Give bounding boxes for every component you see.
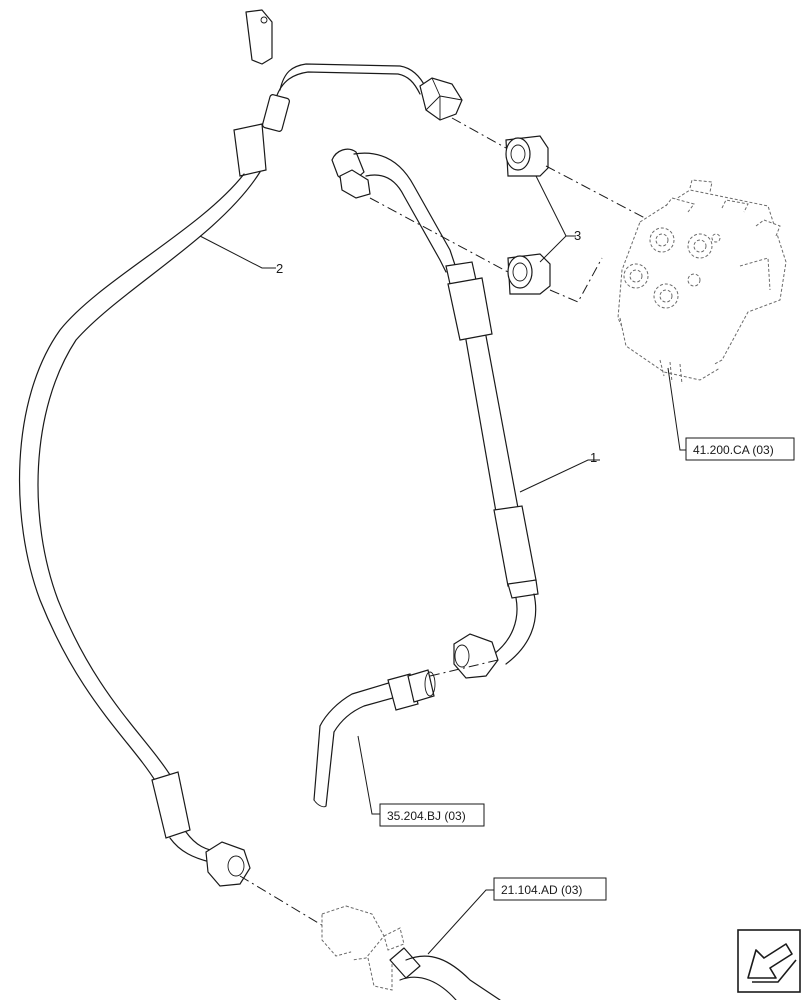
direction-arrow-icon[interactable] (737, 929, 801, 993)
ref-tee-fitting[interactable]: 21.104.AD (03) (493, 877, 607, 901)
adapter-upper (505, 135, 549, 177)
tee-fitting (321, 905, 501, 1000)
ref-hose-lower-label: 35.204.BJ (03) (387, 809, 466, 823)
callout-1: 1 (590, 450, 597, 465)
assembly-lines (239, 117, 661, 931)
ref-tee-fitting-label: 21.104.AD (03) (501, 883, 582, 897)
callout-3: 3 (574, 228, 581, 243)
callout-2: 2 (276, 261, 283, 276)
steering-unit (617, 179, 787, 385)
ref-steering-unit-label: 41.200.CA (03) (693, 443, 774, 457)
ref-steering-unit[interactable]: 41.200.CA (03) (685, 437, 795, 461)
lower-hose-connector (313, 669, 436, 808)
hose-1 (331, 148, 539, 679)
leader-lines (199, 175, 690, 955)
ref-hose-lower[interactable]: 35.204.BJ (03) (379, 803, 485, 827)
hose-2 (18, 9, 463, 887)
adapter-lower (507, 253, 551, 295)
